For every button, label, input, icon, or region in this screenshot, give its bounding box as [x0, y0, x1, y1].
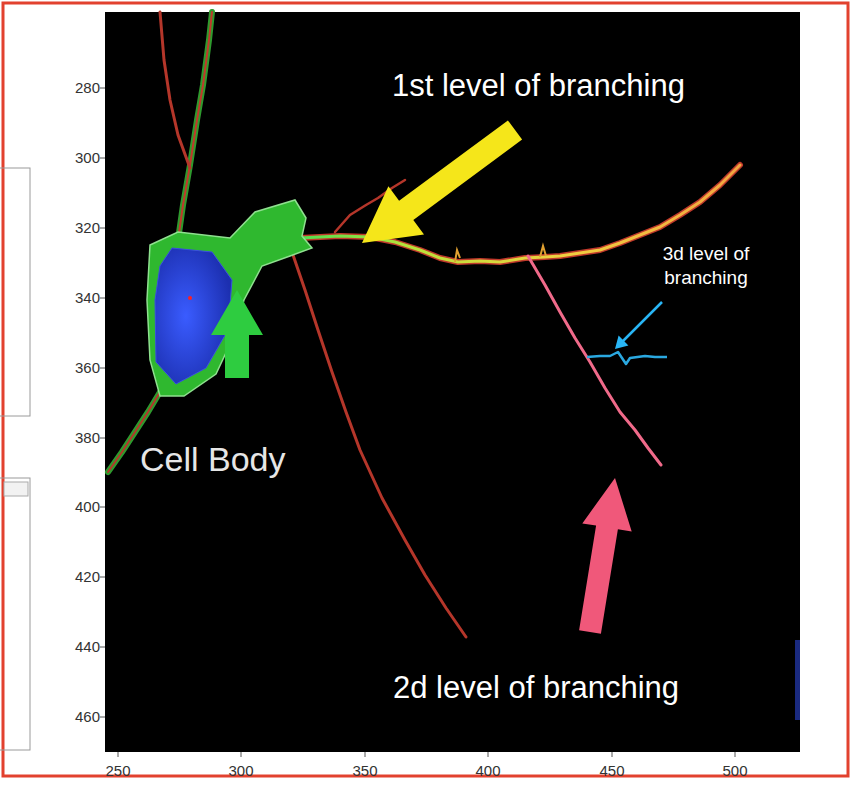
- yellow-arrow: [362, 120, 522, 243]
- second-branch: [528, 256, 661, 465]
- tick-label: 420: [75, 568, 100, 585]
- tick-label: 250: [105, 762, 130, 779]
- tick-label: 450: [599, 762, 624, 779]
- tick-label: 340: [75, 289, 100, 306]
- tick-label: 360: [75, 359, 100, 376]
- tick-label: 300: [228, 762, 253, 779]
- nucleus: [155, 248, 232, 384]
- annotation-label: 3d level of branching: [650, 242, 762, 290]
- tick-label: 440: [75, 638, 100, 655]
- image-edge: [795, 640, 800, 720]
- cell-body: [147, 200, 312, 396]
- tick-label: 300: [75, 149, 100, 166]
- outer-frame: [3, 3, 848, 776]
- image-area: [105, 12, 800, 752]
- annotation-label: Cell Body: [140, 440, 286, 479]
- tick-label: 460: [75, 708, 100, 725]
- annotation-label: 1st level of branching: [392, 68, 685, 104]
- dendrites: [108, 12, 466, 637]
- tick-label: 350: [352, 762, 377, 779]
- axis-ticks: [100, 88, 735, 757]
- tick-label: 280: [75, 79, 100, 96]
- pink-arrow: [579, 478, 632, 634]
- cyan-arrow-shaft: [622, 302, 662, 342]
- tick-label: 320: [75, 219, 100, 236]
- panel-edge: [0, 168, 30, 416]
- tick-label: 400: [75, 498, 100, 515]
- tick-label: 380: [75, 429, 100, 446]
- tick-label: 500: [722, 762, 747, 779]
- green-arrow: [211, 290, 263, 378]
- first-branch-spines: [455, 246, 546, 262]
- tick-label: 400: [475, 762, 500, 779]
- panel-control: [4, 482, 28, 496]
- centroid-dot: [188, 296, 192, 300]
- third-branch: [587, 352, 667, 364]
- panel-edge: [0, 478, 30, 750]
- cyan-arrow-head: [615, 336, 628, 349]
- annotation-label: 2d level of branching: [393, 670, 679, 706]
